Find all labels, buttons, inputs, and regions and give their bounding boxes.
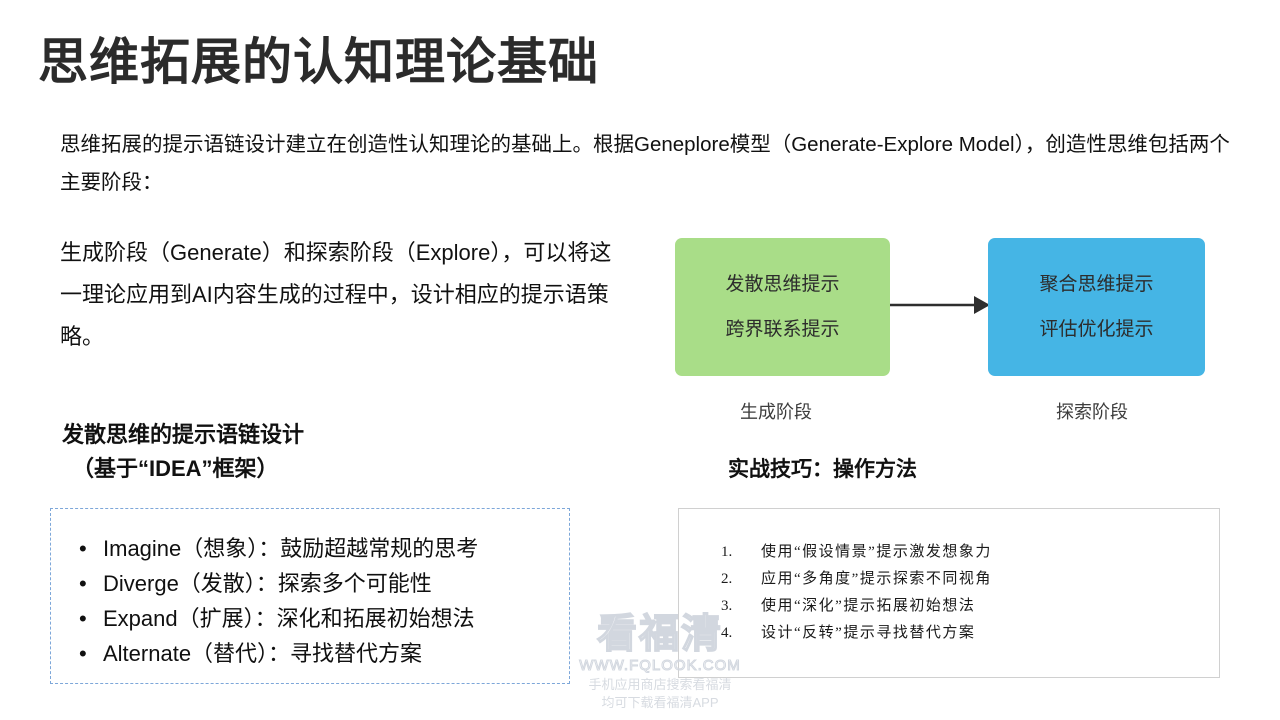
practical-tips-box: 1. 使用“假设情景”提示激发想象力 2. 应用“多角度”提示探索不同视角 3.… — [678, 508, 1220, 678]
intro-paragraph: 思维拓展的提示语链设计建立在创造性认知理论的基础上。根据Geneplore模型（… — [60, 133, 1230, 194]
diagram-caption-generate: 生成阶段 — [740, 402, 812, 422]
list-item-number: 3. — [721, 598, 733, 614]
list-item-label: 应用“多角度”提示探索不同视角 — [761, 571, 992, 587]
list-item-label: Alternate（替代）：寻找替代方案 — [103, 641, 423, 666]
table-row: 4. 设计“反转”提示寻找替代方案 — [679, 620, 1219, 647]
explore-node-line1: 聚合思维提示 — [1039, 274, 1154, 295]
list-item: • Imagine（想象）：鼓励超越常规的思考 — [51, 531, 569, 566]
list-item: • Alternate（替代）：寻找替代方案 — [51, 636, 569, 671]
list-item-label: Expand（扩展）：深化和拓展初始想法 — [103, 606, 475, 631]
watermark-sub2: 均可下载看福清APP — [601, 695, 719, 710]
list-item-label: 使用“深化”提示拓展初始想法 — [761, 598, 976, 614]
generate-node-line1: 发散思维提示 — [725, 274, 840, 295]
list-item-number: 2. — [721, 571, 733, 587]
right-section-heading: 实战技巧：操作方法 — [728, 458, 917, 481]
list-item-label: 设计“反转”提示寻找替代方案 — [761, 625, 976, 641]
idea-list: • Imagine（想象）：鼓励超越常规的思考 • Diverge（发散）：探索… — [51, 509, 569, 671]
left-heading-line1: 发散思维的提示语链设计 — [62, 422, 305, 447]
page-title: 思维拓展的认知理论基础 — [38, 34, 599, 90]
list-item-number: 1. — [721, 544, 733, 560]
list-item-number: 4. — [721, 625, 733, 641]
geneplore-diagram: 发散思维提示 跨界联系提示 聚合思维提示 评估优化提示 生成阶段 探索阶段 — [660, 230, 1220, 430]
stages-paragraph: 生成阶段（Generate）和探索阶段（Explore），可以将这一理论应用到A… — [60, 240, 612, 349]
diagram-caption-explore: 探索阶段 — [1056, 402, 1128, 422]
bullet-icon: • — [79, 536, 87, 561]
generate-node-line2: 跨界联系提示 — [725, 319, 840, 340]
tips-list: 1. 使用“假设情景”提示激发想象力 2. 应用“多角度”提示探索不同视角 3.… — [679, 509, 1219, 647]
idea-framework-box: • Imagine（想象）：鼓励超越常规的思考 • Diverge（发散）：探索… — [50, 508, 570, 684]
list-item: • Expand（扩展）：深化和拓展初始想法 — [51, 601, 569, 636]
arrow-right-icon — [890, 290, 990, 320]
left-section-heading: 发散思维的提示语链设计 （基于“IDEA”框架） — [62, 418, 304, 486]
diagram-node-explore: 聚合思维提示 评估优化提示 — [988, 238, 1205, 376]
watermark-sub1: 手机应用商店搜索看福清 — [588, 677, 732, 692]
list-item-label: Diverge（发散）：探索多个可能性 — [103, 571, 432, 596]
bullet-icon: • — [79, 641, 87, 666]
table-row: 1. 使用“假设情景”提示激发想象力 — [679, 539, 1219, 566]
list-item-label: Imagine（想象）：鼓励超越常规的思考 — [103, 536, 479, 561]
left-heading-line2: （基于“IDEA”框架） — [72, 456, 279, 481]
bullet-icon: • — [79, 606, 87, 631]
explore-node-line2: 评估优化提示 — [1039, 319, 1154, 340]
bullet-icon: • — [79, 571, 87, 596]
list-item: • Diverge（发散）：探索多个可能性 — [51, 566, 569, 601]
diagram-node-generate: 发散思维提示 跨界联系提示 — [675, 238, 890, 376]
table-row: 3. 使用“深化”提示拓展初始想法 — [679, 593, 1219, 620]
list-item-label: 使用“假设情景”提示激发想象力 — [761, 544, 992, 560]
table-row: 2. 应用“多角度”提示探索不同视角 — [679, 566, 1219, 593]
